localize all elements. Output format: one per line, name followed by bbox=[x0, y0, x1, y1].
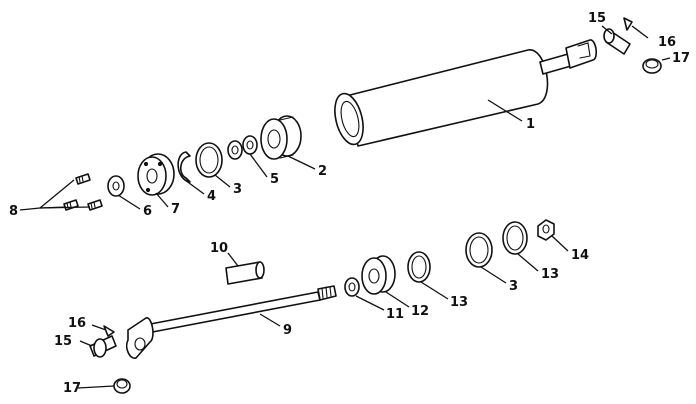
part-14-nut bbox=[537, 219, 555, 241]
callout-3-upper: 3 bbox=[233, 182, 242, 197]
leader-lines bbox=[19, 25, 671, 389]
part-15-pin-upper bbox=[603, 28, 631, 55]
callout-3-lower: 3 bbox=[509, 279, 518, 294]
callout-13-lower: 13 bbox=[450, 295, 468, 310]
part-11-washer bbox=[344, 277, 360, 297]
callout-5: 5 bbox=[270, 172, 279, 187]
callout-15-upper: 15 bbox=[588, 11, 606, 26]
part-17-bushing-upper bbox=[642, 58, 662, 74]
callout-16-upper: 16 bbox=[658, 35, 676, 50]
callout-9: 9 bbox=[283, 323, 292, 338]
callout-6: 6 bbox=[143, 204, 152, 219]
part-16-cotter-pin-lower bbox=[103, 325, 115, 337]
part-10-spacer bbox=[225, 261, 265, 285]
callout-17-upper: 17 bbox=[672, 51, 690, 66]
part-8-screws bbox=[63, 173, 103, 211]
callout-2: 2 bbox=[318, 164, 327, 179]
part-1-cylinder-barrel bbox=[334, 39, 598, 147]
part-7-gland bbox=[137, 153, 175, 196]
callout-17-lower: 17 bbox=[63, 381, 81, 396]
part-16-cotter-pin-upper bbox=[623, 17, 633, 31]
callout-10: 10 bbox=[210, 241, 228, 256]
part-5-washer-b bbox=[227, 140, 243, 160]
part-4-retaining-ring bbox=[177, 151, 191, 183]
part-6-washer bbox=[107, 175, 125, 197]
callout-1: 1 bbox=[526, 117, 535, 132]
callout-15-lower: 15 bbox=[54, 334, 72, 349]
part-9-piston-rod bbox=[125, 285, 337, 359]
part-2-piston bbox=[260, 115, 302, 160]
callout-4: 4 bbox=[207, 189, 216, 204]
part-17-bushing-lower bbox=[113, 378, 131, 394]
callout-12: 12 bbox=[411, 304, 429, 319]
callout-8: 8 bbox=[9, 204, 18, 219]
callout-11: 11 bbox=[386, 307, 404, 322]
callout-16-lower: 16 bbox=[68, 316, 86, 331]
callout-14: 14 bbox=[571, 248, 589, 263]
part-15-pin-lower bbox=[89, 335, 117, 358]
callout-labels: 1 2 3 4 5 6 7 8 10 9 11 12 13 3 13 14 15… bbox=[9, 11, 690, 396]
part-12-bushing bbox=[361, 255, 396, 295]
callout-13-right: 13 bbox=[541, 267, 559, 282]
part-5-washer bbox=[242, 135, 258, 155]
callout-7: 7 bbox=[171, 202, 180, 217]
